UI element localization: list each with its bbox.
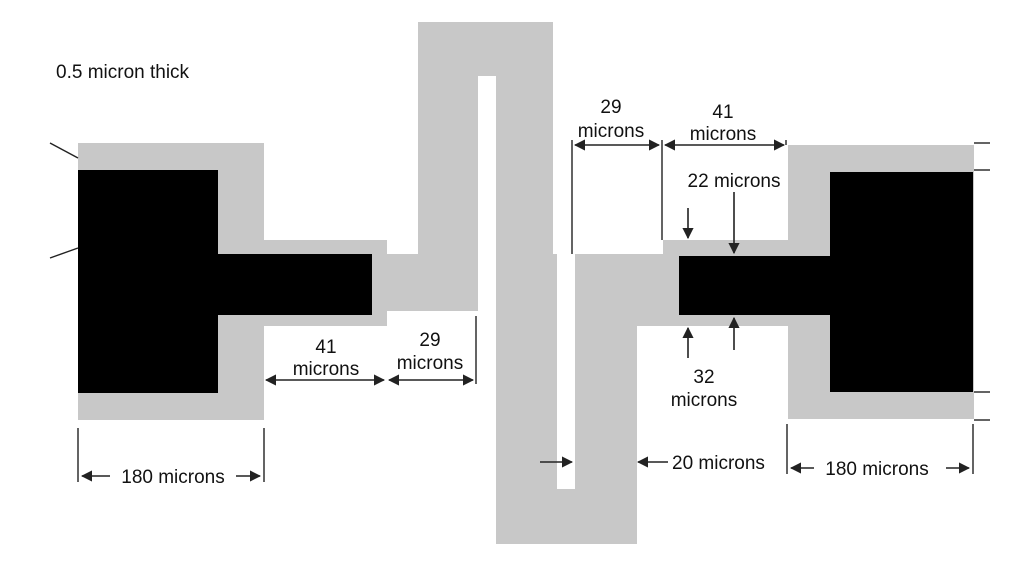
left-finger-contact [217, 254, 372, 315]
outer-width-dimension: 32 microns [671, 208, 738, 411]
right-gap-unit: microns [578, 121, 645, 142]
right-pad-width-label: 180 microns [825, 459, 929, 480]
left-pad-width-dimension: 180 microns [77, 428, 265, 488]
upper-slot [478, 76, 496, 311]
left-gap-value: 29 [419, 330, 440, 351]
left-neck-value: 41 [315, 337, 336, 358]
outer-width-unit: microns [671, 390, 738, 411]
left-lead-wire-bottom [49, 247, 79, 259]
trace-width-label: 20 microns [672, 453, 765, 474]
right-gap-dimension: 29 microns [571, 97, 663, 254]
serpentine-trace [386, 22, 665, 544]
left-neck-unit: microns [293, 359, 360, 380]
right-neck-dimension: 41 microns [663, 102, 787, 151]
right-neck-unit: microns [690, 124, 757, 145]
outer-width-value: 32 [693, 367, 714, 388]
left-lead-wire-top [49, 142, 79, 159]
center-leg [496, 76, 553, 544]
inner-width-dimension: 22 microns [688, 171, 781, 350]
inner-width-label: 22 microns [688, 171, 781, 192]
left-neck-dimension: 41 microns [264, 337, 386, 386]
right-finger-contact [679, 256, 832, 315]
left-gap-dimension: 29 microns [387, 316, 477, 386]
lower-slot [557, 254, 575, 489]
left-anchor [49, 142, 387, 420]
right-gap-value: 29 [600, 97, 621, 118]
left-pad-contact [78, 170, 218, 393]
right-pad-contact [830, 172, 973, 392]
right-anchor [663, 142, 990, 421]
left-gap-unit: microns [397, 353, 464, 374]
right-connector [575, 254, 665, 326]
right-pad-width-dimension: 180 microns [786, 424, 974, 480]
right-neck-value: 41 [712, 102, 733, 123]
trace-width-dimension: 20 microns [540, 453, 765, 474]
thickness-label: 0.5 micron thick [56, 62, 190, 83]
left-pad-width-label: 180 microns [121, 467, 225, 488]
